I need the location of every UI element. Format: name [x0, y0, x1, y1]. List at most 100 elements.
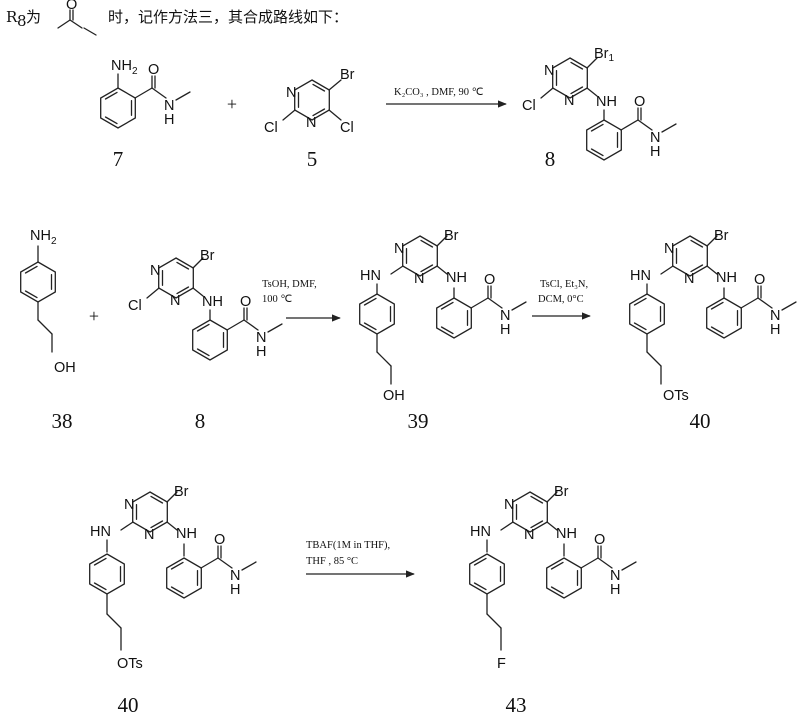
svg-text:H: H — [164, 112, 174, 128]
svg-text:HN: HN — [90, 524, 111, 540]
acetamide-fragment: O — [57, 0, 97, 36]
compound-label: 7 — [113, 147, 124, 171]
svg-text:O: O — [594, 532, 605, 548]
svg-text:H: H — [770, 322, 780, 338]
compound-43-structure: Br N N HN F NH O N H — [469, 484, 637, 672]
svg-text:N: N — [230, 568, 240, 584]
svg-text:N: N — [306, 115, 316, 131]
compound-label: 8 — [195, 409, 206, 433]
svg-text:N: N — [286, 85, 296, 101]
svg-text:O: O — [634, 94, 645, 110]
svg-text:NH: NH — [716, 270, 737, 286]
svg-text:OTs: OTs — [663, 388, 689, 404]
compound-8-structure: Br1 N N Cl NH O N H — [522, 46, 677, 161]
svg-text:N: N — [124, 497, 134, 513]
svg-text:O: O — [484, 272, 495, 288]
svg-text:N: N — [770, 308, 780, 324]
svg-text:N: N — [610, 568, 620, 584]
svg-text:O: O — [240, 294, 251, 310]
svg-text:NH: NH — [596, 94, 617, 110]
svg-text:N: N — [664, 241, 674, 257]
svg-text:H: H — [230, 582, 240, 598]
compound-39-structure: Br N N HN OH NH O N H — [359, 228, 527, 404]
svg-text:H: H — [610, 582, 620, 598]
svg-text:H: H — [500, 322, 510, 338]
header-line: R 8 为 O 时，记作方法三，其合成路线如下： — [6, 0, 348, 36]
reaction-arrow-3: TsCl, Et₃N, DCM, 0°C — [532, 279, 591, 320]
svg-text:100 ℃: 100 ℃ — [262, 294, 292, 305]
reaction-arrow-2: TsOH, DMF, 100 ℃ — [262, 279, 341, 322]
svg-text:NH: NH — [202, 294, 223, 310]
plus-sign: + — [227, 94, 237, 114]
svg-text:OH: OH — [54, 360, 76, 376]
svg-text:NH: NH — [556, 526, 577, 542]
svg-text:Br: Br — [340, 67, 355, 83]
svg-text:O: O — [754, 272, 765, 288]
svg-text:N: N — [650, 130, 660, 146]
compound-8-structure: Br N N Cl NH O N H — [128, 248, 283, 361]
svg-text:TsOH, DMF,: TsOH, DMF, — [262, 279, 317, 290]
svg-text:OTs: OTs — [117, 656, 143, 672]
compound-label: 40 — [118, 693, 139, 717]
svg-text:HN: HN — [470, 524, 491, 540]
compound-7-structure: NH2 O N H — [100, 58, 191, 129]
svg-text:Br: Br — [174, 484, 189, 500]
svg-text:OH: OH — [383, 388, 405, 404]
svg-text:Cl: Cl — [340, 120, 354, 136]
svg-text:THF , 85 °C: THF , 85 °C — [306, 556, 358, 567]
compound-label: 40 — [690, 409, 711, 433]
svg-text:N: N — [564, 93, 574, 109]
compound-label: 38 — [52, 409, 73, 433]
svg-text:Br1: Br1 — [594, 46, 615, 64]
svg-text:N: N — [394, 241, 404, 257]
compound-40-structure: Br N N HN OTs NH O N H — [629, 228, 797, 404]
svg-text:Br: Br — [200, 248, 215, 264]
svg-text:DCM, 0°C: DCM, 0°C — [538, 294, 584, 305]
svg-text:8: 8 — [17, 12, 27, 30]
compound-40-structure: Br N N HN OTs NH O N H — [89, 484, 257, 672]
svg-text:N: N — [524, 527, 534, 543]
svg-text:HN: HN — [360, 268, 381, 284]
reaction-arrow-1: K₂CO₃ , DMF, 90 ℃ — [386, 87, 507, 108]
svg-text:H: H — [650, 144, 660, 160]
plus-sign: + — [89, 306, 99, 326]
compound-38-structure: NH2 OH — [20, 228, 76, 376]
svg-text:NH2: NH2 — [111, 58, 138, 77]
svg-text:NH2: NH2 — [30, 228, 57, 247]
svg-text:TsCl, Et₃N,: TsCl, Et₃N, — [540, 279, 588, 290]
svg-text:Cl: Cl — [264, 120, 278, 136]
svg-text:HN: HN — [630, 268, 651, 284]
svg-text:N: N — [256, 330, 266, 346]
svg-text:O: O — [148, 62, 159, 78]
compound-label: 5 — [307, 147, 318, 171]
svg-text:为: 为 — [26, 8, 41, 26]
compound-5-structure: Br N N Cl Cl — [264, 67, 355, 136]
svg-text:F: F — [497, 656, 506, 672]
svg-text:Cl: Cl — [128, 298, 142, 314]
svg-text:K₂CO₃ , DMF, 90 ℃: K₂CO₃ , DMF, 90 ℃ — [394, 87, 484, 98]
svg-text:Br: Br — [714, 228, 729, 244]
reaction-arrow-4: TBAF(1M in THF), THF , 85 °C — [306, 540, 415, 578]
svg-text:NH: NH — [446, 270, 467, 286]
svg-text:N: N — [414, 271, 424, 287]
svg-text:N: N — [500, 308, 510, 324]
svg-text:N: N — [504, 497, 514, 513]
compound-label: 43 — [506, 693, 527, 717]
svg-text:N: N — [170, 293, 180, 309]
svg-text:N: N — [164, 98, 174, 114]
svg-text:TBAF(1M in THF),: TBAF(1M in THF), — [306, 540, 390, 551]
svg-text:N: N — [544, 63, 554, 79]
svg-text:N: N — [684, 271, 694, 287]
svg-text:R: R — [6, 8, 18, 26]
svg-text:N: N — [144, 527, 154, 543]
svg-text:N: N — [150, 263, 160, 279]
compound-label: 8 — [545, 147, 556, 171]
svg-text:O: O — [214, 532, 225, 548]
svg-text:NH: NH — [176, 526, 197, 542]
svg-text:Br: Br — [444, 228, 459, 244]
svg-text:H: H — [256, 344, 266, 360]
svg-text:时，记作方法三，其合成路线如下：: 时，记作方法三，其合成路线如下： — [108, 8, 348, 26]
svg-text:Br: Br — [554, 484, 569, 500]
compound-label: 39 — [408, 409, 429, 433]
